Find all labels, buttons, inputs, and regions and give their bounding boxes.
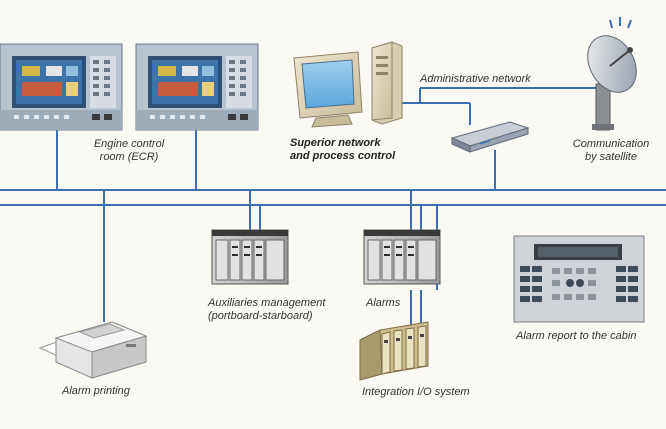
integration-io-label: Integration I/O system [362, 386, 470, 398]
satellite-label: Communication by satellite [556, 138, 666, 164]
router-icon [450, 121, 530, 153]
satellite-label-line1: Communication [572, 138, 650, 150]
io-module-icon [359, 321, 429, 381]
plc-rack-icon [211, 229, 289, 285]
alarm-report-label: Alarm report to the cabin [516, 330, 637, 342]
alarm-printing-label: Alarm printing [62, 385, 130, 397]
alarms-label: Alarms [366, 297, 401, 309]
ecr-label-line2: room (ECR) [99, 151, 159, 163]
printer-icon [38, 321, 148, 379]
superior-label-line2: and process control [290, 150, 396, 162]
desktop-computer-icon [293, 41, 403, 128]
ecr-label-line1: Engine control [93, 138, 165, 150]
network-lines [0, 87, 666, 326]
control-console-icon [0, 43, 123, 131]
auxiliaries-label: Auxiliaries management (portboard-starbo… [208, 297, 325, 323]
control-console-icon [135, 43, 259, 131]
superior-network-label: Superior network and process control [290, 137, 395, 163]
satellite-label-line2: by satellite [585, 151, 637, 163]
aux-label-line2: (portboard-starboard) [208, 310, 313, 322]
operator-terminal-icon [513, 235, 645, 323]
plc-rack-icon [363, 229, 441, 285]
ecr-label: Engine control room (ECR) [84, 138, 174, 164]
aux-label-line1: Auxiliaries management [208, 297, 326, 309]
satellite-dish-icon [587, 17, 637, 131]
admin-network-label: Administrative network [420, 73, 531, 85]
superior-label-line1: Superior network [290, 137, 381, 149]
